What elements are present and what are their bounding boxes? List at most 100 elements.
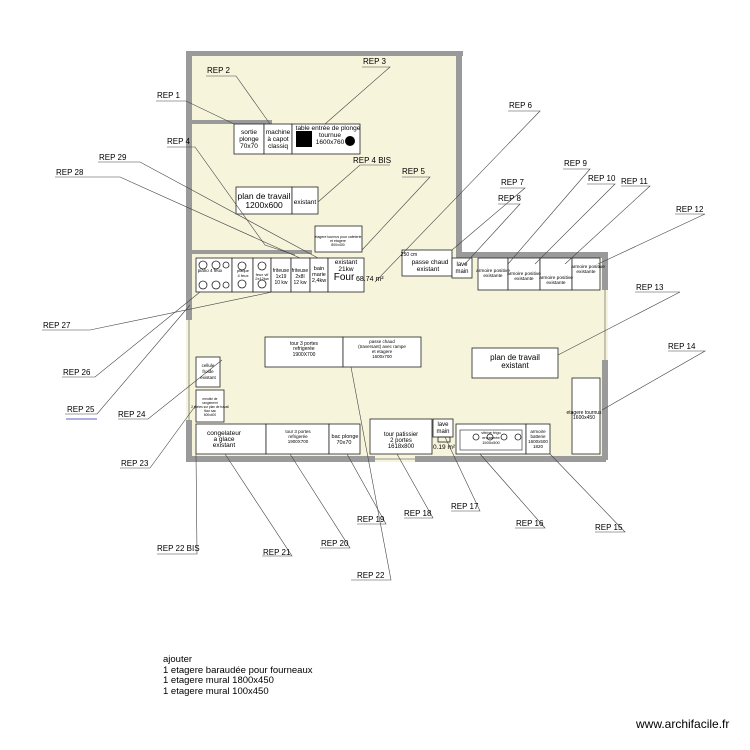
- box-etagere-mural: [571, 377, 601, 455]
- box-armoire-2: [507, 257, 541, 291]
- box-tour-3p-2: [265, 423, 330, 455]
- note-line: ajouter: [163, 654, 193, 665]
- reference-labels: REP 1 REP 2 REP 3 REP 4 REP 4 BIS REP 5 …: [43, 57, 704, 580]
- rep-10: REP 10: [588, 174, 616, 183]
- box-armoire-4: [571, 257, 601, 291]
- box-existant-1: [291, 186, 319, 215]
- box-passe-chaud-2: [342, 336, 422, 368]
- rep-7: REP 7: [501, 178, 525, 187]
- notes: ajouter 1 etagere baraudée pour fourneau…: [163, 654, 313, 697]
- box-tour-3p-1: [264, 336, 344, 368]
- box-lave-main-1: [451, 257, 473, 279]
- label-dimension-250: 250 cm: [401, 252, 417, 258]
- box-four: [327, 257, 365, 293]
- area-small: 0.19 m²: [433, 444, 456, 451]
- equipment-boxes: [195, 123, 601, 455]
- rep-8: REP 8: [498, 194, 522, 203]
- box-passe-chaud-1: [401, 249, 453, 277]
- rep-23: REP 23: [121, 459, 149, 468]
- box-armoire-5: [525, 423, 551, 455]
- box-armoire-3: [539, 257, 573, 291]
- rep-13: REP 13: [636, 283, 664, 292]
- area-labels: 68.74 m² 0.19 m²: [356, 276, 456, 451]
- rep-27: REP 27: [43, 321, 71, 330]
- rep-20: REP 20: [321, 539, 349, 548]
- box-piano: [195, 257, 233, 293]
- black-square-icon: [296, 131, 312, 147]
- rep-4: REP 4: [167, 137, 191, 146]
- note-line: 1 etagere baraudée pour fourneaux: [163, 664, 313, 676]
- label-four: Four: [334, 272, 355, 283]
- watermark: www.archifacile.fr: [636, 717, 730, 731]
- box-meuble: [195, 389, 225, 423]
- label-existant-1: existant: [294, 199, 317, 206]
- rep-28: REP 28: [56, 168, 84, 177]
- box-machine-capot: [263, 123, 293, 155]
- rep-2: REP 2: [207, 66, 231, 75]
- openings: [186, 290, 608, 462]
- label-piano: piano 4 feux: [198, 268, 223, 273]
- note-line: 1 etagere mural 1800x450: [163, 675, 274, 686]
- rep-17: REP 17: [451, 502, 479, 511]
- rep-19: REP 19: [357, 515, 385, 524]
- rep-18: REP 18: [404, 509, 432, 518]
- rep-26: REP 26: [63, 368, 91, 377]
- rep-22-bis: REP 22 BIS: [157, 544, 200, 553]
- box-vitrine: [455, 423, 527, 455]
- fixtures: [296, 131, 523, 451]
- area-main: 68.74 m²: [356, 276, 384, 283]
- box-etagere-fourneaux: [314, 225, 363, 253]
- rep-29: REP 29: [99, 153, 127, 162]
- rep-4-bis: REP 4 BIS: [353, 156, 391, 165]
- burners: [198, 260, 522, 441]
- rep-9: REP 9: [564, 159, 588, 168]
- rep-12: REP 12: [676, 205, 704, 214]
- rep-6: REP 6: [509, 101, 533, 110]
- rep-14: REP 14: [668, 342, 696, 351]
- rep-5: REP 5: [402, 167, 426, 176]
- note-line: 1 etagere mural 100x450: [163, 685, 269, 697]
- box-sortie-plonge: [233, 123, 265, 155]
- rep-1: REP 1: [157, 91, 181, 100]
- box-bac-plonge: [328, 423, 361, 455]
- box-tour-patissier: [369, 418, 433, 455]
- box-plan-travail-2: [471, 347, 559, 379]
- rep-22: REP 22: [357, 571, 385, 580]
- rep-11: REP 11: [621, 177, 648, 186]
- black-circle-icon: [345, 136, 355, 146]
- rep-15: REP 15: [595, 523, 623, 532]
- rep-24: REP 24: [118, 410, 146, 419]
- rep-25: REP 25: [67, 405, 95, 414]
- box-cellule: [195, 356, 221, 388]
- rep-21: REP 21: [263, 548, 291, 557]
